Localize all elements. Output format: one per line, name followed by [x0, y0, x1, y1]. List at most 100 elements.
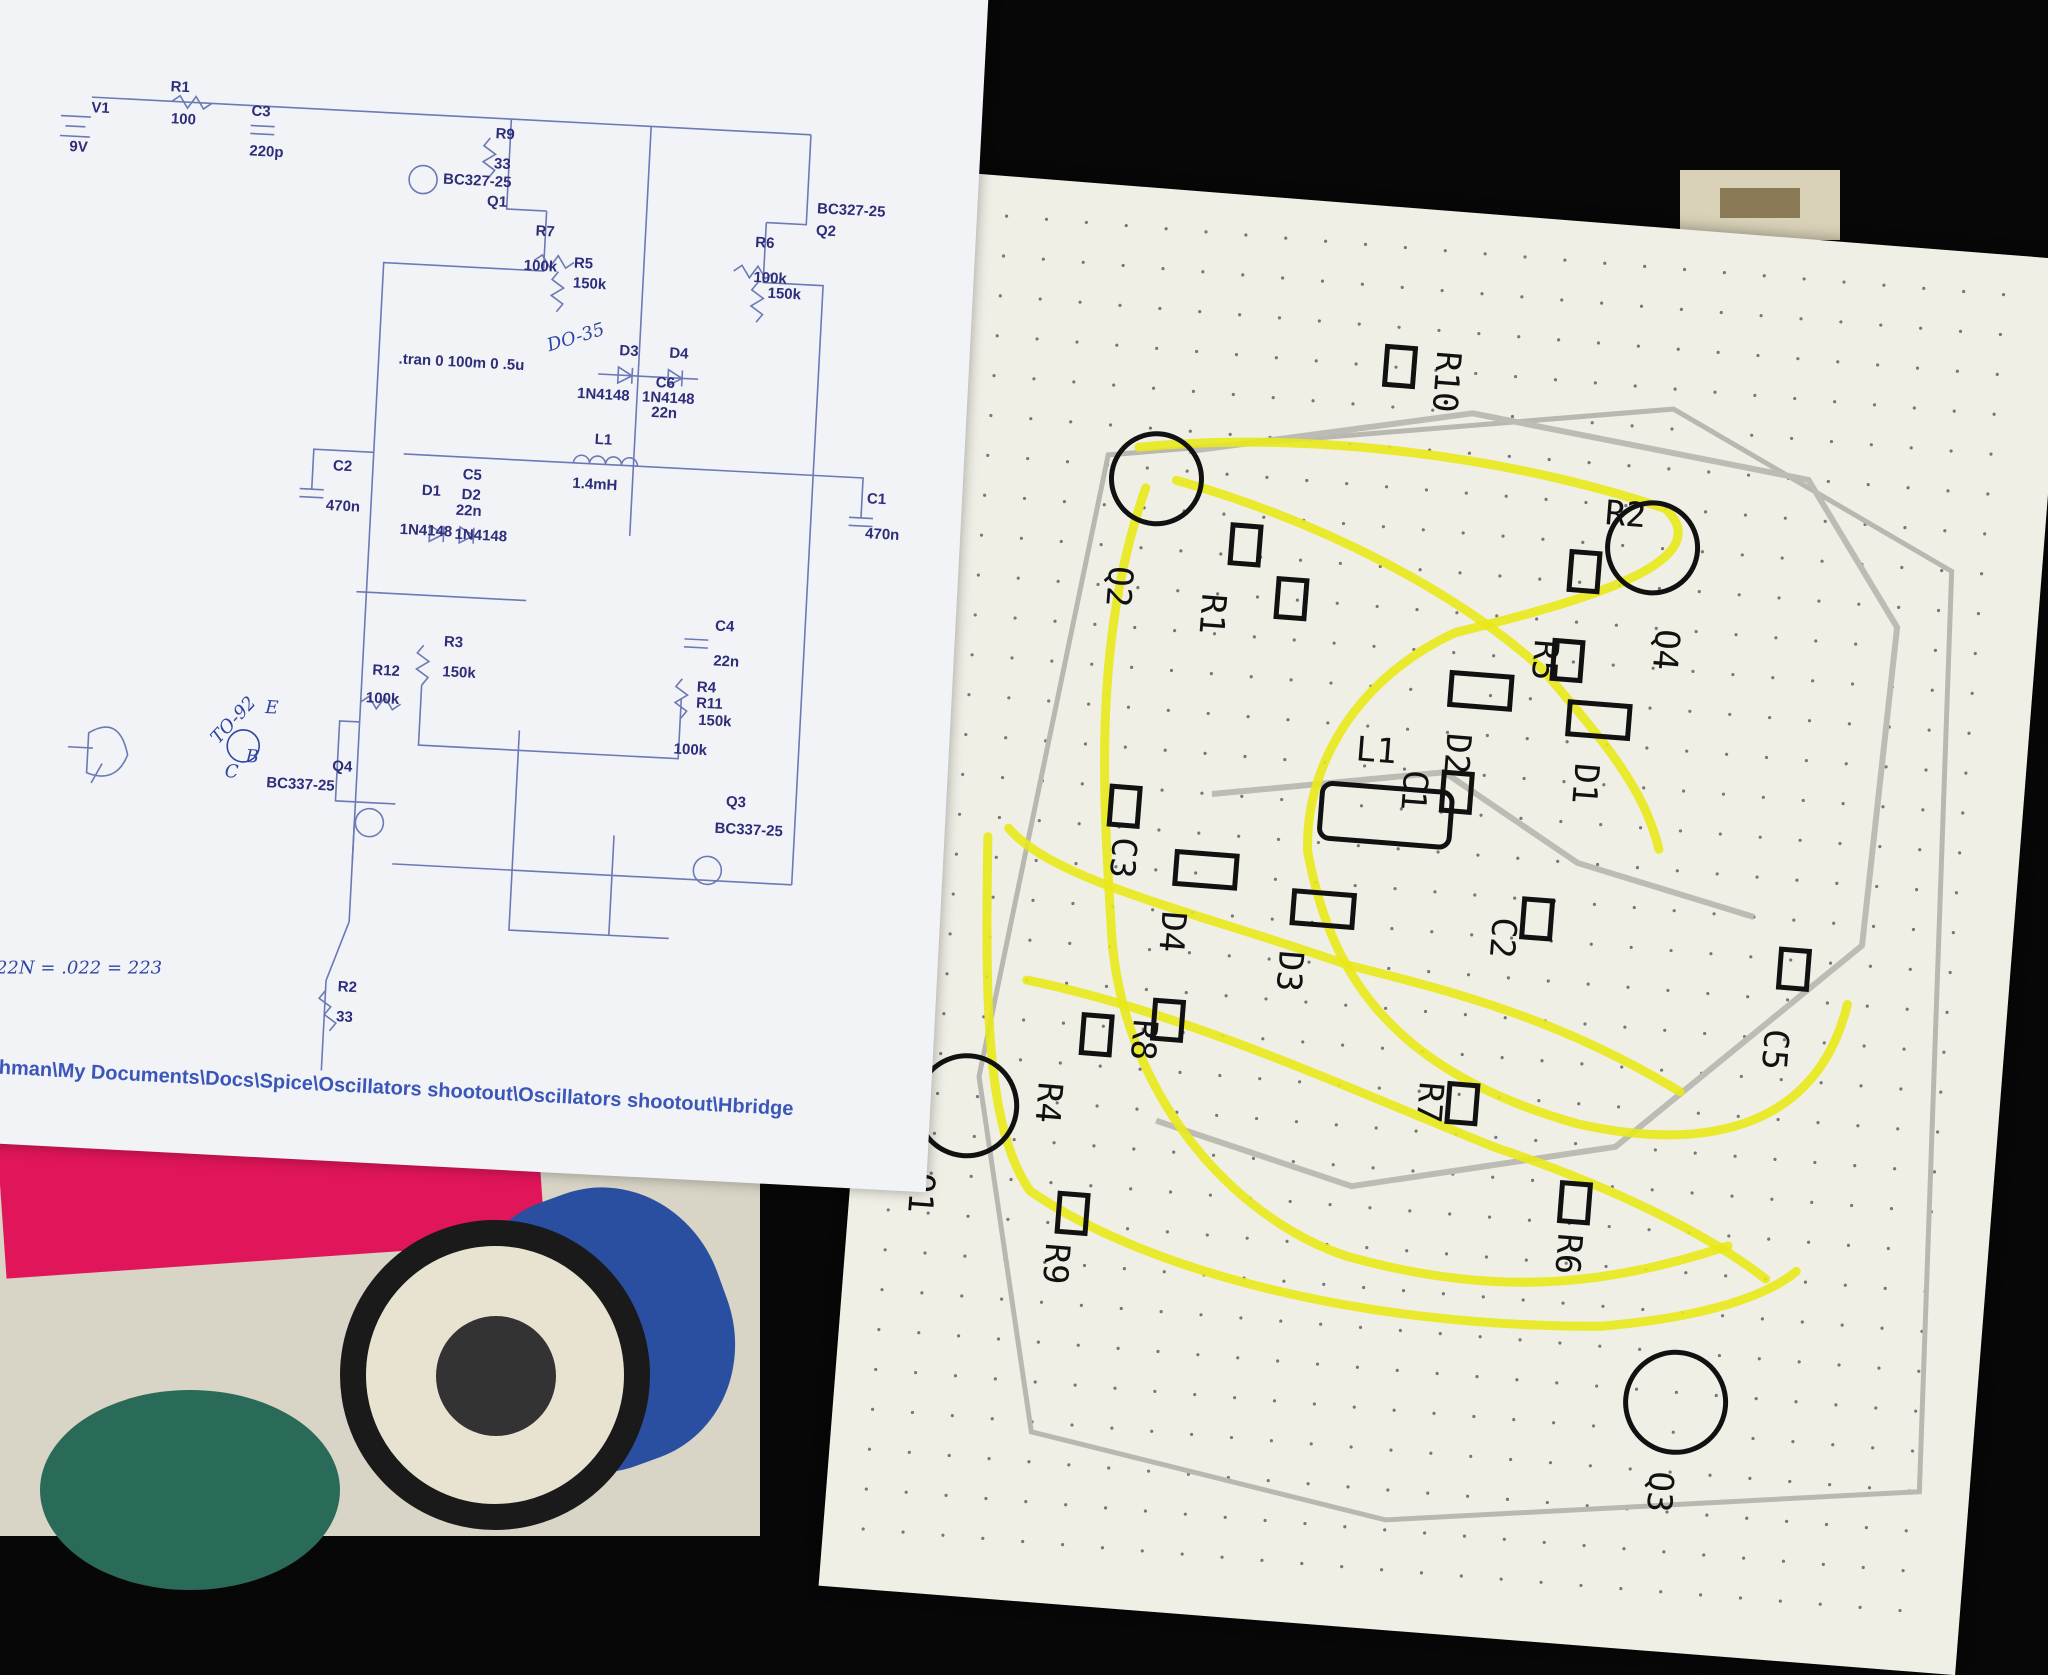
grid-dot	[1053, 619, 1057, 623]
grid-dot	[1273, 877, 1278, 881]
grid-dot	[1578, 580, 1582, 584]
grid-dot	[1150, 1429, 1154, 1433]
grid-dot	[926, 1211, 930, 1215]
grid-dot	[1849, 1203, 1854, 1208]
grid-dot	[1552, 1421, 1556, 1425]
grid-dot	[1867, 1486, 1872, 1490]
grid-dot	[1340, 1565, 1344, 1569]
grid-dot	[1648, 706, 1652, 710]
label-c1-value: 470n	[865, 525, 900, 544]
grid-dot	[1077, 822, 1081, 826]
grid-dot	[992, 374, 996, 378]
grid-dot	[861, 1527, 865, 1531]
grid-dot	[1783, 516, 1787, 520]
grid-dot	[1936, 608, 1941, 613]
grid-dot	[1119, 1306, 1123, 1311]
grid-dot	[1722, 271, 1726, 275]
grid-dot	[1298, 558, 1303, 562]
label-d2-value: 1N4148	[454, 526, 507, 546]
grid-dot	[1915, 366, 1920, 370]
grid-dot	[1745, 1516, 1749, 1520]
grid-dot	[1058, 1061, 1062, 1065]
grid-dot	[1875, 884, 1879, 889]
grid-dot	[1884, 765, 1888, 769]
grid-dot	[1423, 1009, 1428, 1014]
pcb-label-d4: D4	[1150, 910, 1193, 954]
grid-dot	[1814, 639, 1818, 643]
grid-dot	[1561, 1301, 1565, 1305]
solder-wick-spool	[40, 1390, 340, 1590]
grid-dot	[1276, 837, 1281, 842]
grid-dot	[1334, 1123, 1338, 1127]
label-r4: R4	[696, 679, 717, 697]
grid-dot	[1294, 1120, 1299, 1124]
grid-dot	[1886, 1246, 1890, 1251]
grid-dot	[1880, 1326, 1884, 1330]
diode-d3	[1289, 888, 1358, 931]
grid-dot	[1785, 1519, 1789, 1523]
grid-dot	[1044, 217, 1049, 221]
grid-dot	[1620, 1065, 1624, 1069]
diode-d1	[428, 523, 446, 543]
grid-dot	[1802, 277, 1806, 281]
grid-dot	[1236, 1356, 1240, 1360]
grid-dot	[1563, 258, 1567, 262]
grid-dot	[1409, 687, 1413, 691]
grid-dot	[1901, 1569, 1905, 1573]
grid-dot	[1190, 1432, 1194, 1437]
grid-dot	[1164, 227, 1168, 231]
grid-dot	[1281, 276, 1285, 280]
grid-dot	[1046, 1220, 1050, 1225]
label-c5-value: 22n	[455, 502, 482, 520]
grid-dot	[1791, 1440, 1795, 1444]
grid-dot	[1095, 1104, 1099, 1108]
label-r6-value: 100k	[753, 269, 788, 288]
grid-dot	[1473, 893, 1477, 897]
grid-dot	[1577, 1102, 1581, 1106]
grid-dot	[1562, 780, 1566, 784]
diode-d4	[666, 368, 684, 387]
grid-dot	[1517, 335, 1521, 339]
grid-dot	[1165, 1230, 1170, 1234]
grid-dot	[1503, 1016, 1507, 1020]
grid-dot	[997, 815, 1002, 820]
grid-dot	[1233, 1396, 1237, 1400]
grid-dot	[1309, 1442, 1313, 1446]
grid-dot	[1285, 1239, 1289, 1243]
label-r5: R5	[573, 255, 593, 273]
grid-dot	[1055, 1101, 1059, 1105]
grid-dot	[1673, 387, 1677, 391]
grid-dot	[1038, 297, 1042, 301]
grid-dot	[1065, 460, 1070, 464]
grid-dot	[1967, 731, 1971, 735]
grid-dot	[970, 653, 974, 657]
grid-dot	[1713, 390, 1717, 394]
grid-dot	[1322, 1282, 1326, 1286]
grid-dot	[1764, 755, 1769, 760]
grid-dot	[1908, 967, 1912, 971]
grid-dot	[1086, 702, 1091, 706]
grid-dot	[939, 1051, 943, 1056]
grid-dot	[1622, 1547, 1626, 1551]
box-slot	[1720, 188, 1800, 218]
grid-dot	[1995, 372, 1999, 376]
grid-dot	[1437, 328, 1441, 333]
grid-dot	[1930, 688, 1934, 692]
grid-dot	[1582, 1543, 1586, 1548]
grid-dot	[1474, 371, 1478, 376]
grid-dot	[1475, 1375, 1479, 1379]
grid-dot	[1590, 421, 1594, 425]
grid-dot	[1697, 590, 1701, 594]
grid-dot	[1986, 492, 1990, 496]
grid-dot	[1229, 1435, 1234, 1440]
transistor-q3	[692, 855, 723, 886]
grid-dot	[1573, 1142, 1578, 1146]
grid-dot	[1205, 1233, 1209, 1237]
grid-dot	[1424, 488, 1429, 492]
grid-dot	[1270, 917, 1274, 921]
grid-dot	[1280, 797, 1284, 802]
grid-dot	[1858, 1605, 1862, 1610]
grid-dot	[1264, 997, 1268, 1001]
grid-dot	[1788, 1479, 1792, 1484]
battery-v1	[59, 114, 91, 138]
